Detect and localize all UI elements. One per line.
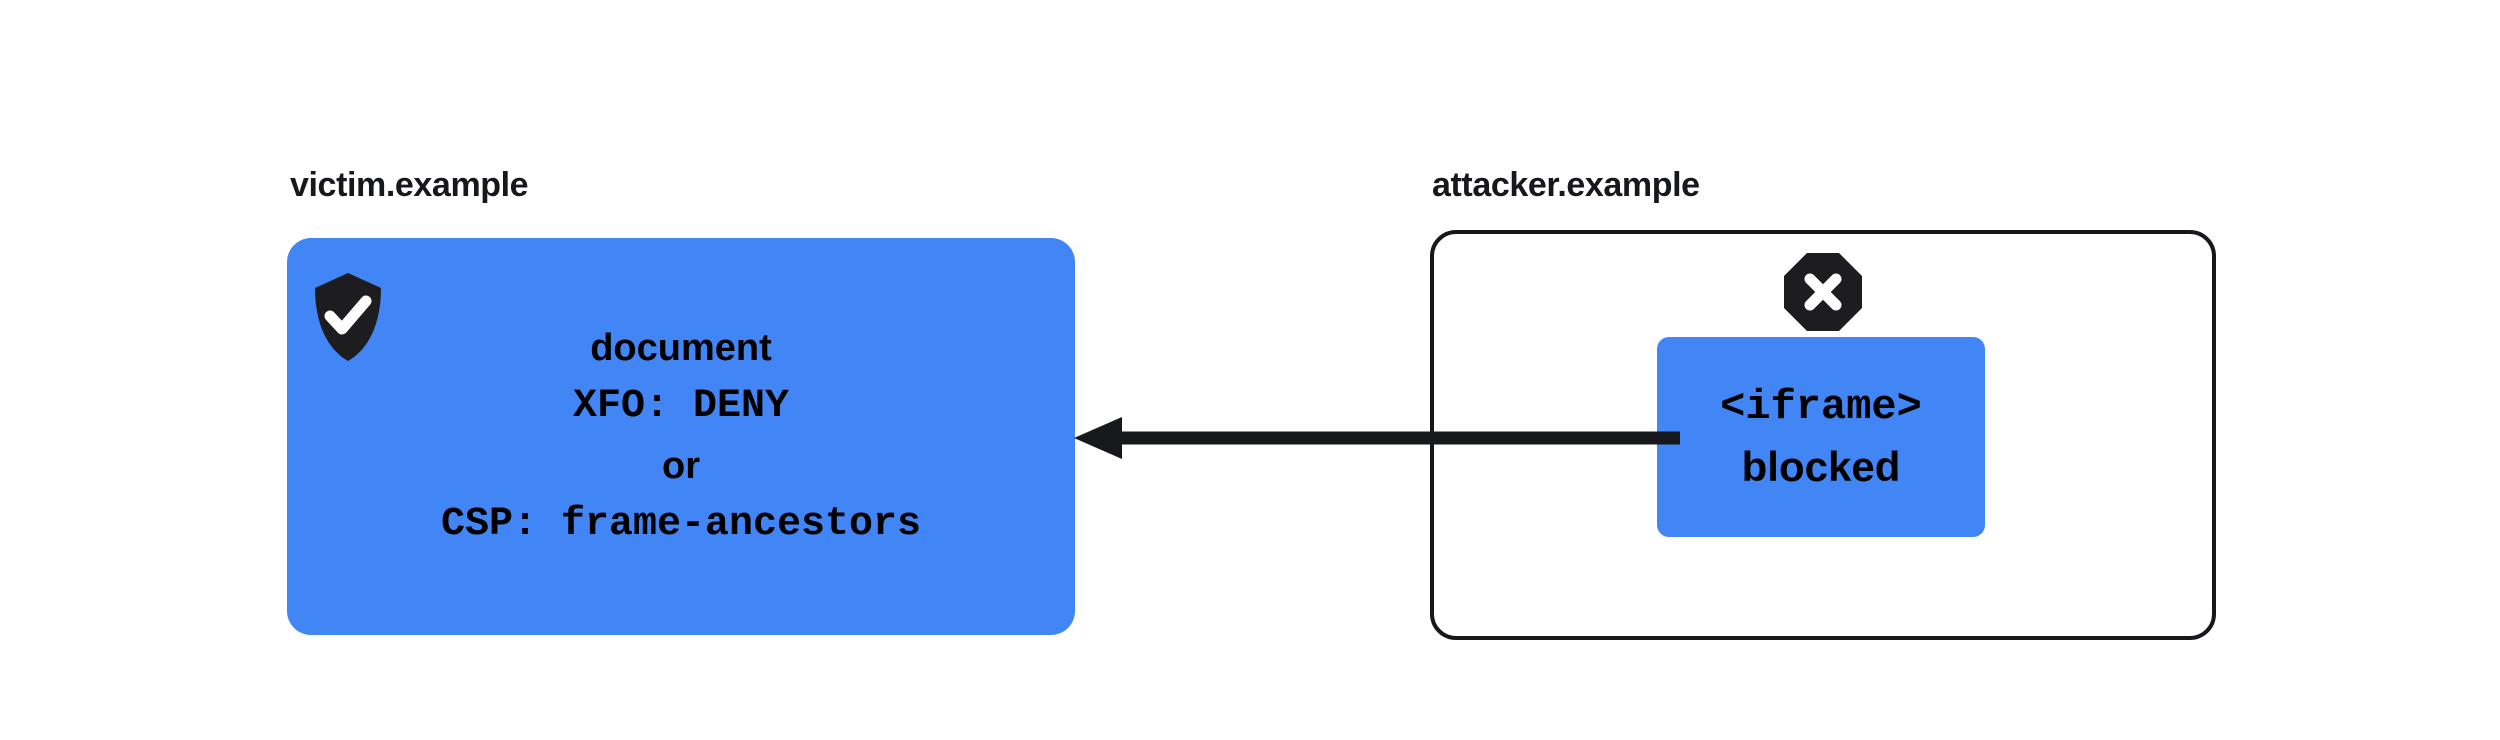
victim-panel: document XFO: DENY or CSP: frame-ancesto… [287,238,1075,635]
iframe-status-label: blocked [1741,443,1901,490]
victim-domain-label: victim.example [290,166,529,204]
octagon-x-icon [1782,251,1864,333]
iframe-tag-label: <iframe> [1720,383,1922,431]
attacker-domain-label: attacker.example [1432,166,1700,204]
victim-line-document: document [590,326,772,369]
victim-line-csp: CSP: frame-ancestors [440,501,922,547]
victim-line-or: or [662,444,700,487]
arrow-left-icon [1060,405,1680,471]
iframe-card: <iframe> blocked [1657,337,1985,537]
victim-policy-text: document XFO: DENY or CSP: frame-ancesto… [287,329,1075,545]
shield-check-icon [311,271,385,363]
victim-line-xfo: XFO: DENY [572,383,790,429]
